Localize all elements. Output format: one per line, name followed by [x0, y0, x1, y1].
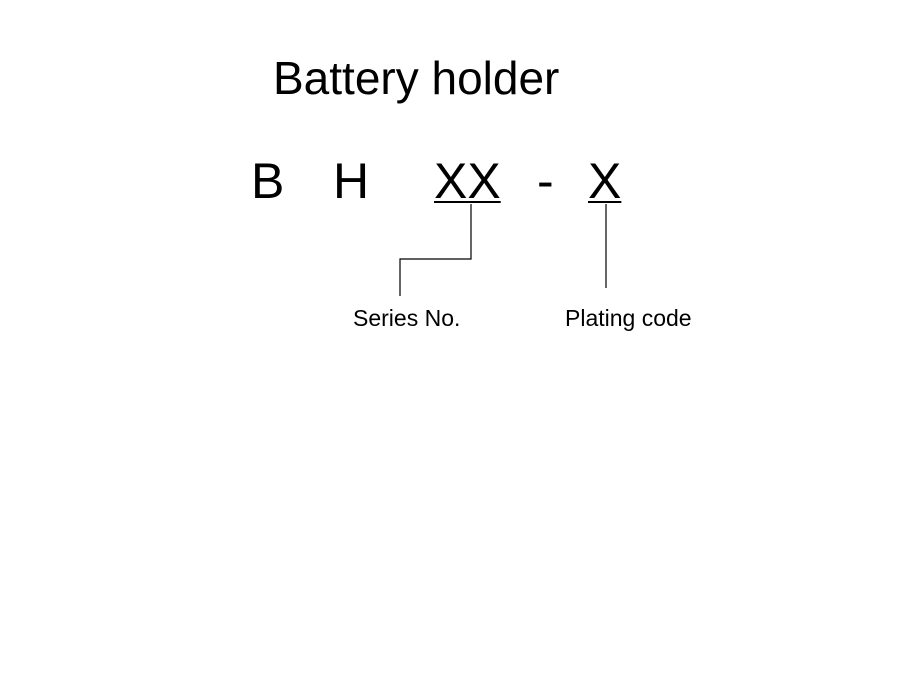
- code-prefix-b: B: [251, 153, 285, 209]
- diagram-title: Battery holder: [273, 52, 560, 104]
- code-plating-placeholder: X: [588, 153, 622, 209]
- code-series-placeholder: XX: [434, 153, 501, 209]
- series-leader-line: [399, 204, 472, 296]
- code-prefix-h: H: [333, 153, 370, 209]
- series-number-label: Series No.: [353, 305, 461, 331]
- code-separator: -: [537, 153, 554, 209]
- plating-code-label: Plating code: [565, 305, 692, 331]
